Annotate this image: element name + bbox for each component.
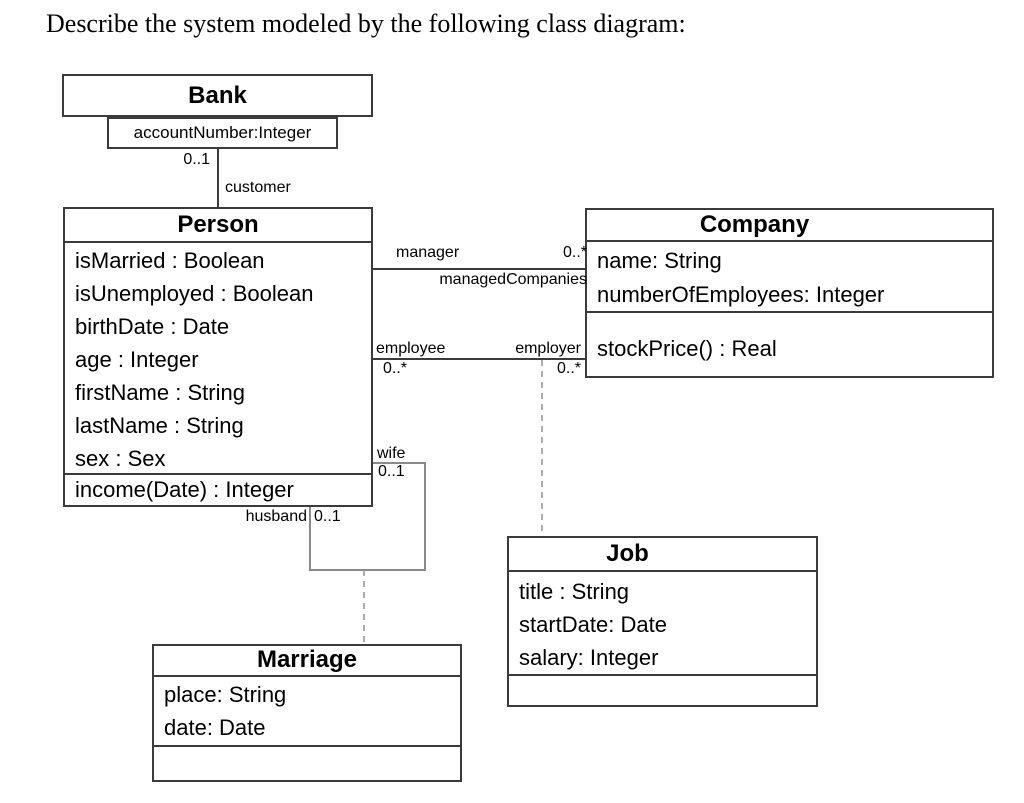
company-operation: stockPrice() : Real (597, 336, 777, 361)
person-operation: income(Date) : Integer (75, 477, 294, 502)
page-title: Describe the system modeled by the follo… (46, 9, 686, 38)
company-attribute: name: String (597, 248, 722, 273)
customer-role-label: customer (225, 179, 291, 196)
husband-role-label: husband (245, 508, 307, 525)
person-attribute: firstName : String (75, 380, 245, 405)
employee-multiplicity-label: 0..* (383, 360, 408, 377)
person-attribute: birthDate : Date (75, 314, 230, 339)
class-job: Job title : String startDate: Date salar… (507, 536, 818, 707)
person-attributes: isMarried : Boolean isUnemployed : Boole… (65, 243, 371, 475)
class-marriage-name: Marriage (154, 646, 460, 677)
person-attribute: sex : Sex (75, 446, 166, 471)
job-attribute: title : String (519, 579, 630, 604)
class-company-name: Company (587, 210, 992, 242)
class-bank-name: Bank (188, 82, 247, 109)
marriage-attribute: place: String (164, 682, 287, 707)
managedcompanies-role-label: managedCompanies (439, 271, 587, 288)
person-attribute: isMarried : Boolean (75, 248, 265, 273)
person-attribute: isUnemployed : Boolean (75, 281, 314, 306)
class-job-name: Job (509, 538, 816, 572)
company-attribute: numberOfEmployees: Integer (597, 282, 885, 307)
husband-multiplicity-label: 0..1 (314, 508, 341, 525)
wife-multiplicity-label: 0..1 (378, 463, 405, 480)
bank-attribute-accountnumber: accountNumber:Integer (107, 117, 338, 149)
person-attribute: lastName : String (75, 413, 244, 438)
marriage-attributes: place: String date: Date (154, 677, 460, 747)
employee-role-label: employee (376, 340, 446, 357)
employer-role-label: employer (515, 340, 581, 357)
association-line-marriage-self (309, 462, 426, 571)
class-company: Company name: String numberOfEmployees: … (585, 208, 994, 378)
person-operations: income(Date) : Integer (65, 475, 371, 505)
marriage-attribute: date: Date (164, 715, 266, 740)
company-attributes: name: String numberOfEmployees: Integer (587, 242, 992, 313)
class-bank: Bank (62, 74, 373, 117)
job-attributes: title : String startDate: Date salary: I… (509, 572, 816, 676)
employer-multiplicity-label: 0..* (556, 360, 581, 377)
managedcompanies-multiplicity-label: 0..* (562, 244, 587, 261)
class-marriage: Marriage place: String date: Date (152, 644, 462, 782)
person-attribute: age : Integer (75, 347, 199, 372)
class-person: Person isMarried : Boolean isUnemployed … (63, 207, 373, 507)
company-operations: stockPrice() : Real (587, 313, 992, 363)
job-attribute: salary: Integer (519, 645, 659, 670)
wife-role-label: wife (377, 445, 406, 462)
class-person-name: Person (65, 209, 371, 243)
manager-role-label: manager (396, 244, 460, 261)
bank-multiplicity-label: 0..1 (183, 151, 210, 168)
job-attribute: startDate: Date (519, 612, 667, 637)
